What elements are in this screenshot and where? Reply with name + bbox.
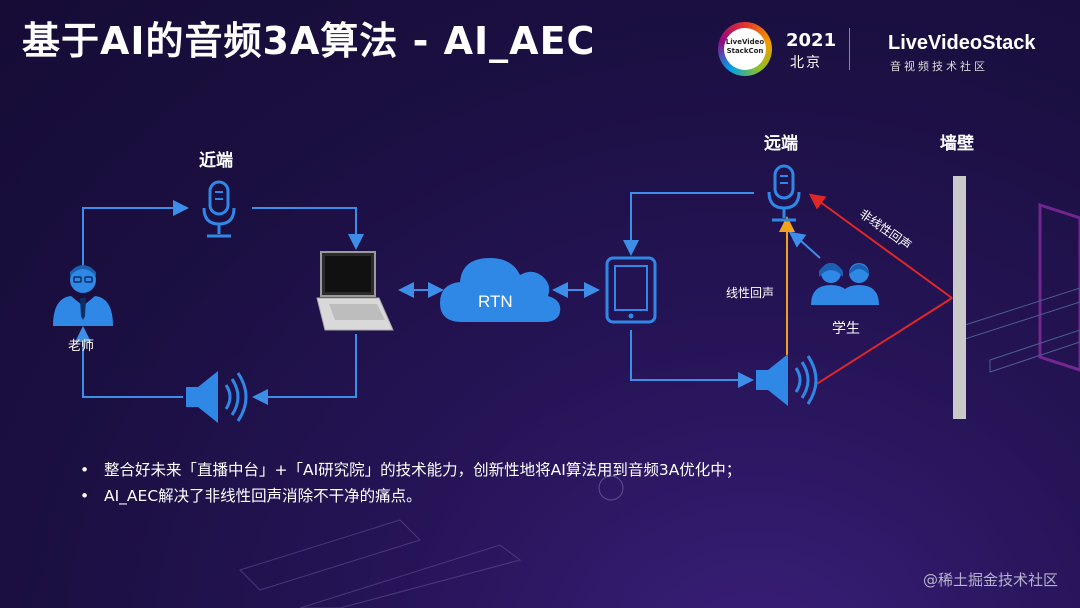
far-end-label: 远端 bbox=[764, 134, 798, 154]
near-end-microphone-icon bbox=[202, 180, 236, 238]
watermark: @稀土掘金技术社区 bbox=[922, 571, 1058, 589]
slide-title: 基于AI的音频3A算法 - AI_AEC bbox=[22, 19, 596, 63]
teacher-to-mic-line bbox=[82, 200, 189, 268]
logo-year: 2021 bbox=[786, 30, 837, 51]
mic-to-tablet-line bbox=[623, 192, 754, 256]
linear-echo-label: 线性回声 bbox=[726, 286, 775, 300]
wall bbox=[953, 176, 966, 419]
students-to-mic-line bbox=[788, 231, 821, 259]
teacher-icon bbox=[53, 265, 113, 326]
speaker-to-teacher-line bbox=[75, 326, 183, 398]
brand-subtitle: 音视频技术社区 bbox=[890, 60, 988, 73]
near-end-connections bbox=[75, 200, 364, 405]
teacher-label: 老师 bbox=[68, 339, 95, 354]
far-end-speaker-icon bbox=[756, 354, 818, 406]
logo-divider bbox=[849, 28, 850, 70]
bullet-item: 整合好未来「直播中台」+「AI研究院」的技术能力，创新性地将AI算法用到音频3A… bbox=[80, 457, 741, 483]
far-end-connections bbox=[623, 192, 821, 388]
badge-line-1: LiveVideo bbox=[725, 38, 765, 46]
near-end-label: 近端 bbox=[199, 151, 233, 171]
near-end-speaker-icon bbox=[186, 371, 248, 423]
logo-city: 北京 bbox=[790, 55, 822, 71]
rtn-label: RTN bbox=[478, 292, 513, 311]
bullet-item: AI_AEC解决了非线性回声消除不干净的痛点。 bbox=[80, 483, 741, 509]
students-icon bbox=[811, 263, 879, 305]
rtn-cloud-icon bbox=[440, 258, 561, 322]
nonlinear-echo-to-wall bbox=[814, 297, 953, 386]
tablet-icon bbox=[605, 256, 657, 324]
tablet-to-speaker-line bbox=[630, 330, 754, 388]
livevideostackcon-badge: LiveVideo StackCon bbox=[718, 22, 772, 76]
bullet-list: 整合好未来「直播中台」+「AI研究院」的技术能力，创新性地将AI算法用到音频3A… bbox=[80, 457, 741, 509]
far-end-microphone-icon bbox=[767, 164, 801, 222]
nonlinear-echo-to-mic bbox=[808, 193, 953, 299]
laptop-icon bbox=[316, 251, 394, 331]
wall-label: 墙壁 bbox=[940, 134, 974, 154]
conference-logo: LiveVideo StackCon 2021 北京 LiveVideoStac… bbox=[718, 22, 1068, 78]
mic-to-laptop-line bbox=[252, 207, 364, 250]
students-label: 学生 bbox=[832, 321, 860, 337]
brand-name: LiveVideoStack bbox=[888, 32, 1036, 54]
laptop-to-speaker-line bbox=[252, 334, 357, 405]
badge-line-2: StackCon bbox=[726, 47, 764, 55]
